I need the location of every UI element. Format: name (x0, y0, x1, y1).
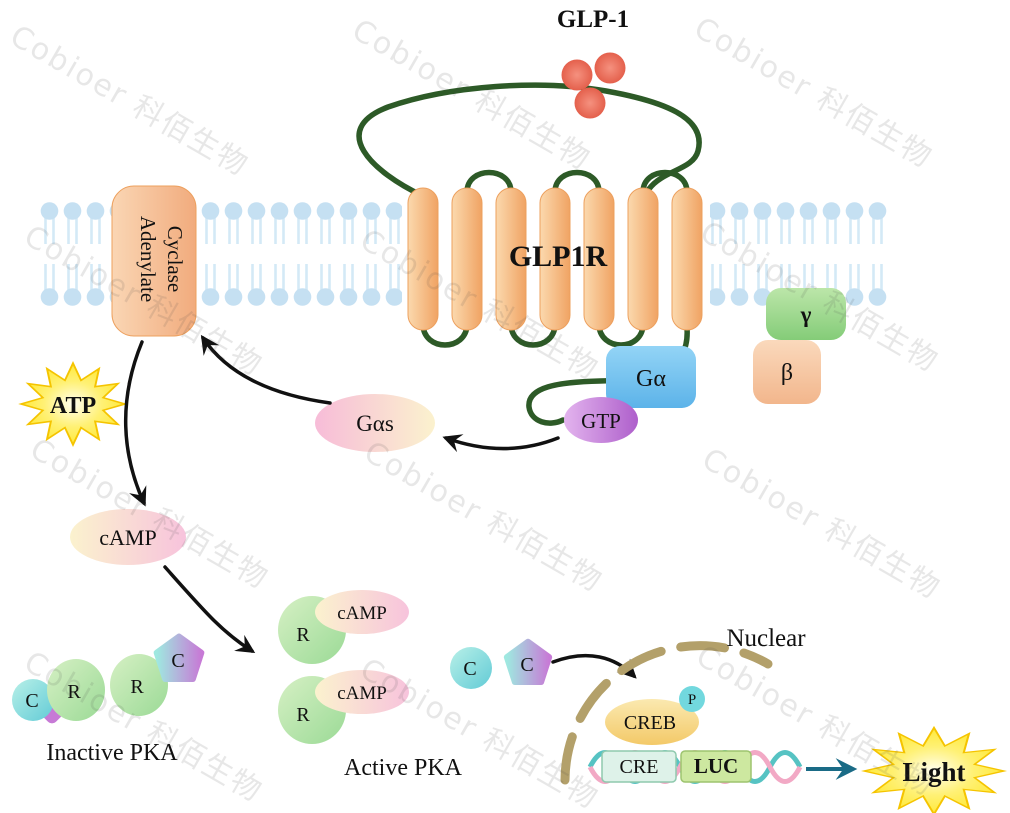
active-pka-label: Active PKA (344, 755, 463, 781)
r-subunit-inactive-1 (47, 659, 105, 721)
watermark: Cobioer 科佰生物 (688, 11, 939, 176)
extracellular-loop-3 (640, 169, 690, 195)
nuclear-envelope (560, 641, 773, 785)
watermark: Cobioer 科佰生物 (4, 19, 255, 184)
ligand-ball-2 (594, 52, 626, 84)
adenylate-cyclase (111, 185, 197, 337)
helix-7 (671, 187, 703, 331)
intracellular-loop-1 (420, 321, 470, 348)
c-subunit-free-1 (450, 647, 492, 689)
inactive-pka: C R R C (12, 637, 201, 724)
inactive-pka-label: Inactive PKA (46, 740, 178, 766)
intracellular-loop-3 (596, 321, 646, 348)
r-label: R (130, 676, 144, 698)
creb-label: CREB (624, 712, 676, 734)
g-alpha-s (315, 394, 435, 452)
phosphate-group (679, 686, 705, 712)
watermark: Cobioer 科佰生物 (696, 442, 947, 607)
r-subunit-inactive-2 (110, 654, 168, 716)
camp-label: cAMP (99, 525, 156, 550)
helix-4 (539, 187, 571, 331)
arrow-gas-to-adenylate-cyclase (200, 334, 332, 405)
c-label: C (463, 658, 476, 680)
glp1-ligand (561, 52, 626, 119)
helix-3 (495, 187, 527, 331)
arrow-ac-to-camp (124, 340, 147, 507)
light-label: Light (902, 757, 965, 787)
ligand-ball-1 (561, 59, 593, 91)
extracellular-loop-1 (464, 169, 514, 195)
gtp-label: GTP (581, 409, 621, 433)
g-alpha-subunit (606, 346, 696, 408)
nuclear-label: Nuclear (726, 625, 806, 652)
atp-label: ATP (50, 393, 96, 419)
arrow-gtp-to-gas (442, 434, 560, 453)
creb-factor (605, 699, 699, 745)
helix-6 (627, 187, 659, 331)
r-label: R (296, 704, 310, 726)
n-terminal-chain (356, 82, 702, 199)
camp-bound-2 (315, 670, 409, 714)
g-beta-label: β (781, 360, 793, 386)
phosphate-label: P (688, 692, 696, 708)
cre-element (601, 750, 677, 783)
active-pka: cAMP R cAMP R (278, 590, 409, 744)
g-alpha-s-label: Gαs (356, 411, 394, 436)
g-gamma-subunit (766, 288, 846, 340)
cre-label: CRE (620, 756, 659, 778)
luc-gene (680, 750, 752, 783)
gtp-molecule (564, 397, 638, 443)
helix-1 (407, 187, 439, 331)
camp-bound-1 (315, 590, 409, 634)
watermark: Cobioer 科佰生物 (346, 13, 597, 178)
camp-molecule (70, 509, 186, 565)
c-label: C (171, 650, 184, 672)
camp-bound-label: cAMP (337, 683, 387, 704)
ligand-title: GLP-1 (557, 6, 629, 33)
g-gamma-label: γ (800, 302, 812, 327)
r-label: R (296, 624, 310, 646)
r-label: R (67, 681, 81, 703)
helix-2 (451, 187, 483, 331)
watermark: Cobioer 科佰生物 (24, 432, 275, 597)
extracellular-loop-2 (552, 169, 602, 195)
c-subunit-inactive-1 (12, 679, 54, 721)
ligand-ball-3 (574, 87, 606, 119)
adenylate-cyclase-word2: Cyclase (163, 226, 187, 292)
helix-5 (583, 187, 615, 331)
camp-bound-label: cAMP (337, 603, 387, 624)
arrow-camp-to-pka (163, 565, 256, 654)
glp1r-helices (407, 187, 703, 331)
watermark: Cobioer 科佰生物 (358, 435, 609, 600)
adenylate-cyclase-word1: Adenylate (136, 216, 160, 302)
receptor-label: GLP1R (509, 240, 608, 273)
c-label: C (520, 654, 533, 676)
g-alpha-label: Gα (636, 366, 666, 392)
luc-label: LUC (694, 754, 738, 778)
intracellular-loop-2 (508, 321, 558, 348)
c-label: C (25, 690, 38, 712)
g-beta-subunit (753, 340, 821, 404)
